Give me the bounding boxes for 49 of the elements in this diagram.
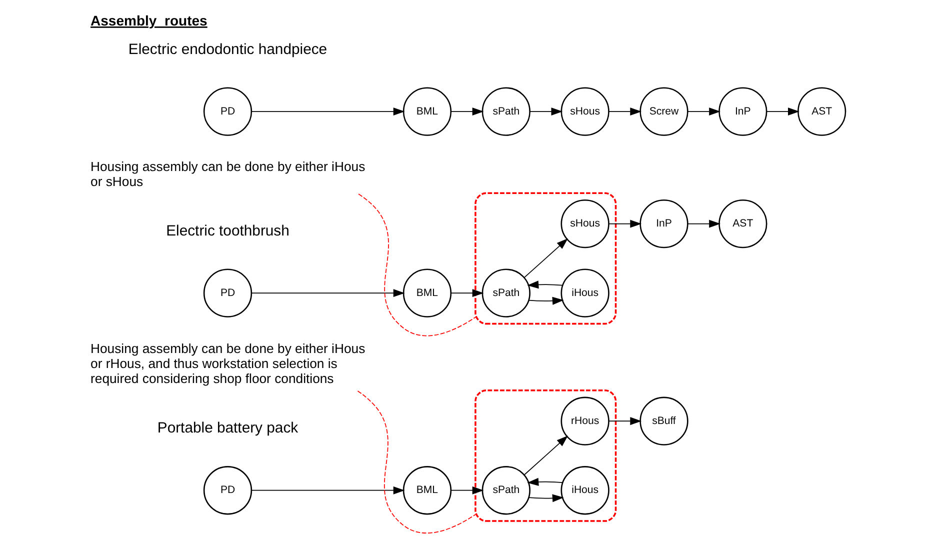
arrow: [450, 289, 484, 298]
node-circle: PD: [202, 87, 252, 136]
connector: [356, 390, 476, 534]
diagram-title: Assembly routes: [90, 12, 207, 28]
label: Electric endodontic handpiece: [128, 42, 327, 58]
connector: [358, 194, 476, 336]
node-circle: BML: [402, 268, 452, 318]
node-text: Housing assembly can be done by either iHous or sHous: [90, 159, 365, 190]
node-circle: sHous: [560, 199, 609, 248]
arrow: [450, 486, 484, 494]
node-circle: sPath: [481, 268, 530, 318]
arrow: [526, 478, 562, 486]
node-circle: PD: [202, 466, 252, 515]
arrow: [608, 220, 642, 228]
arrow: [250, 486, 404, 494]
arrow: [687, 220, 720, 228]
label: Electric toothbrush: [166, 223, 289, 240]
node-circle: InP: [718, 87, 767, 136]
arrow: [528, 494, 564, 502]
node-circle: iHous: [560, 268, 609, 318]
arrow: [529, 108, 562, 116]
node-circle: Screw: [639, 87, 688, 136]
arrow: [450, 108, 484, 116]
node-circle: AST: [718, 199, 767, 248]
node-circle: BML: [402, 466, 452, 515]
node-circle: rHous: [560, 396, 609, 446]
node-circle: sHous: [560, 87, 609, 136]
node-circle: InP: [639, 199, 688, 248]
arrow: [524, 238, 568, 278]
node-circle: iHous: [560, 466, 609, 515]
node-circle: sPath: [481, 466, 530, 515]
node-text: Housing assembly can be done by either iHous or rHous, and thus workstation selection is required considering shop floor conditions: [90, 341, 365, 386]
label: Portable battery pack: [156, 420, 298, 437]
arrow: [766, 108, 799, 116]
arrow: [250, 289, 404, 298]
arrow: [250, 108, 404, 116]
node-circle: PD: [202, 268, 252, 318]
cluster: [474, 390, 616, 522]
node-circle: AST: [796, 87, 846, 136]
arrow: [608, 108, 642, 116]
node-circle: BML: [402, 87, 452, 136]
arrow: [687, 108, 720, 116]
arrow: [528, 296, 564, 305]
arrow: [608, 417, 642, 426]
cluster: [474, 192, 616, 325]
arrow: [526, 280, 562, 289]
node-circle: sPath: [481, 87, 530, 136]
arrow: [524, 436, 568, 476]
node-circle: sBuff: [639, 396, 688, 446]
